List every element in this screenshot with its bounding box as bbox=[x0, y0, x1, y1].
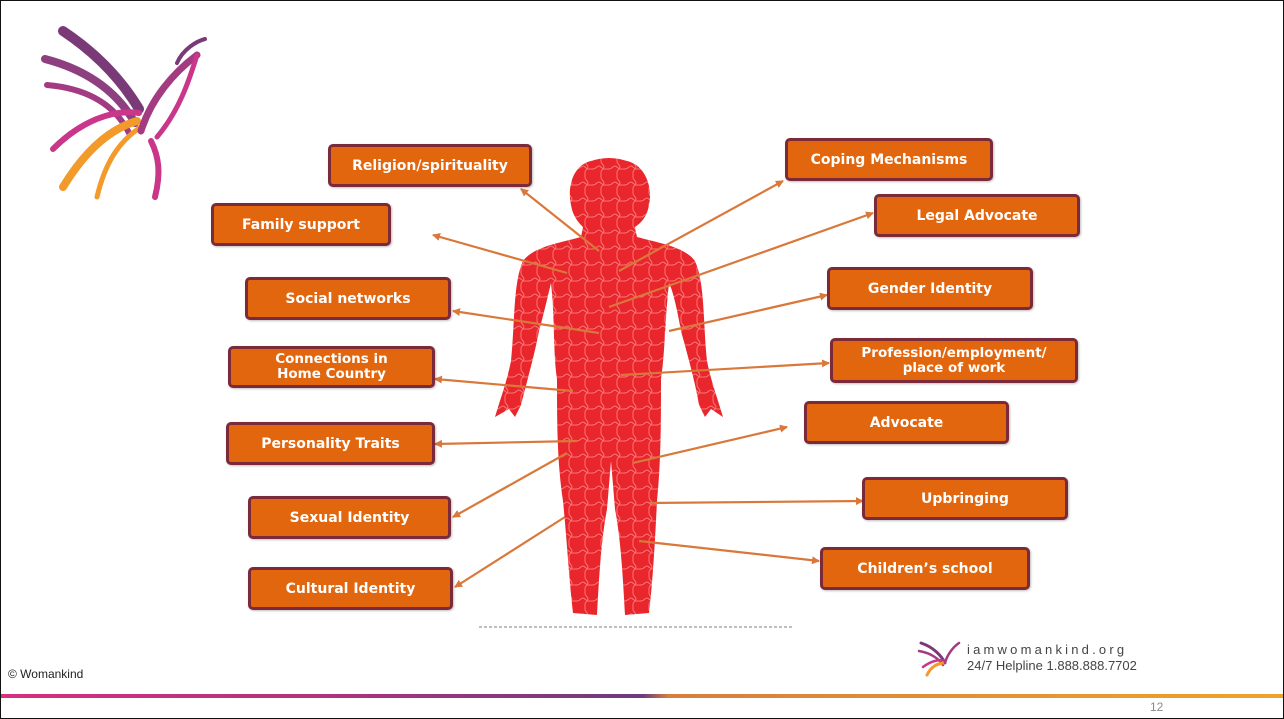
phoenix-logo-icon bbox=[41, 26, 207, 200]
label-box-profession: Profession/employment/ place of work bbox=[830, 338, 1078, 383]
label-box-connections: Connections in Home Country bbox=[228, 346, 435, 388]
arrow-upbringing bbox=[648, 497, 864, 506]
arrow-family bbox=[432, 233, 568, 275]
arrow-profession bbox=[620, 359, 830, 377]
label-box-religion: Religion/spirituality bbox=[328, 144, 532, 187]
label-box-coping-mechanisms: Coping Mechanisms bbox=[785, 138, 993, 181]
arrow-children bbox=[638, 539, 820, 565]
label-box-upbringing: Upbringing bbox=[862, 477, 1068, 520]
arrow-legal bbox=[608, 211, 874, 309]
human-figure bbox=[495, 158, 723, 615]
arrow-cultural bbox=[454, 516, 566, 588]
arrow-gender bbox=[668, 292, 828, 333]
connections-line-2: Home Country bbox=[277, 366, 386, 382]
arrows bbox=[432, 180, 874, 588]
profession-line-1: Profession/employment/ bbox=[861, 344, 1047, 361]
label-box-childrens-school: Children’s school bbox=[820, 547, 1030, 590]
label-box-family-support: Family support bbox=[211, 203, 391, 246]
label-box-cultural-identity: Cultural Identity bbox=[248, 567, 453, 610]
arrow-coping bbox=[618, 180, 784, 272]
arrow-connections bbox=[434, 375, 574, 393]
arrow-social bbox=[452, 308, 600, 335]
label-box-social-networks: Social networks bbox=[245, 277, 451, 320]
label-box-sexual-identity: Sexual Identity bbox=[248, 496, 451, 539]
arrow-religion bbox=[520, 188, 600, 252]
brand-url-text: iamwomankind.org bbox=[967, 642, 1128, 657]
arrow-advocate bbox=[632, 424, 788, 465]
label-box-gender-identity: Gender Identity bbox=[827, 267, 1033, 310]
arrow-sexual bbox=[452, 452, 568, 518]
copyright-text: © Womankind bbox=[8, 667, 84, 681]
page-number: 12 bbox=[1150, 700, 1164, 714]
connections-line-1: Connections in bbox=[275, 351, 388, 367]
womankind-small-logo-icon bbox=[917, 641, 961, 677]
arrow-personality bbox=[434, 439, 578, 448]
label-box-legal-advocate: Legal Advocate bbox=[874, 194, 1080, 237]
profession-line-2: place of work bbox=[902, 359, 1006, 376]
label-box-advocate: Advocate bbox=[804, 401, 1009, 444]
label-box-personality-traits: Personality Traits bbox=[226, 422, 435, 465]
helpline-text: 24/7 Helpline 1.888.888.7702 bbox=[967, 658, 1137, 673]
footer-gradient-bar bbox=[1, 694, 1283, 698]
